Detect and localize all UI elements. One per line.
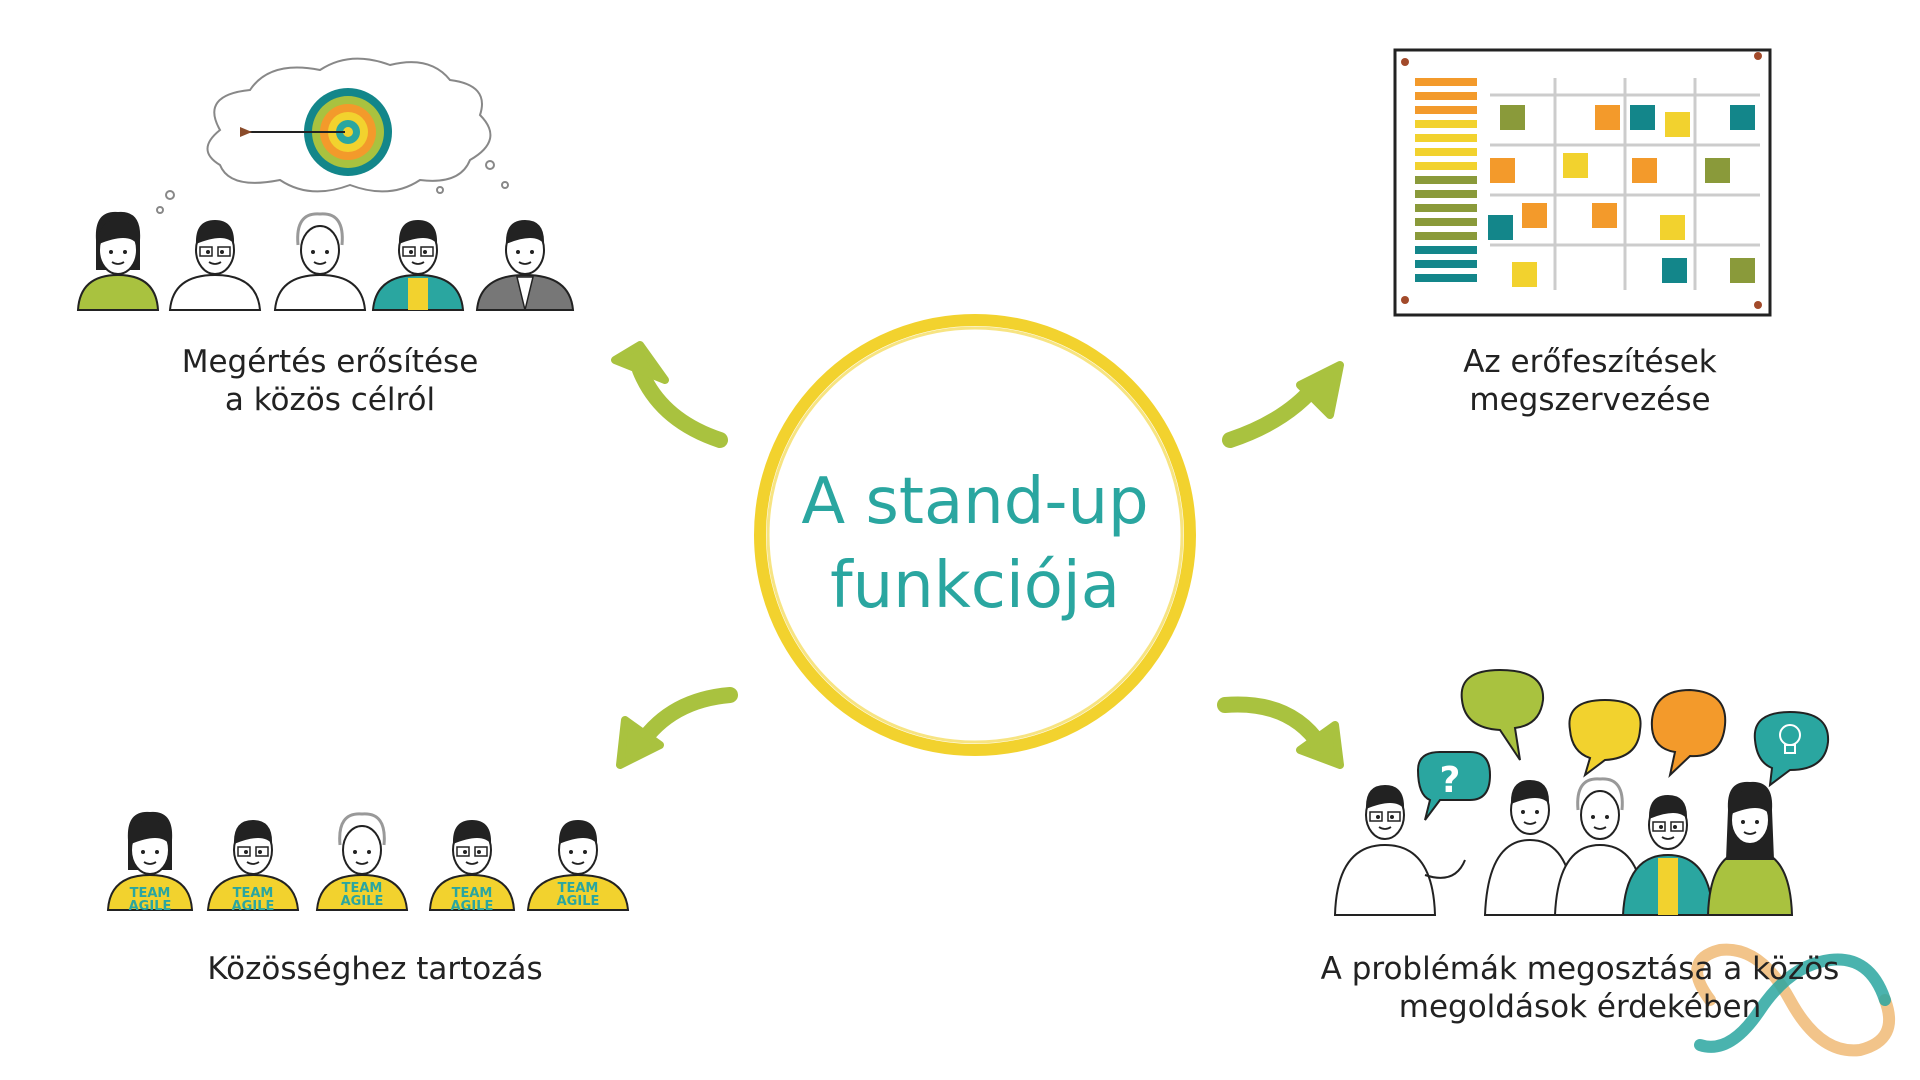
lightbulb-icon (1779, 724, 1801, 754)
caption-problems-line2: megoldások érdekében (1398, 989, 1762, 1025)
center-title: A stand-up funkciója (745, 460, 1205, 628)
caption-problems: A problémák megosztása a közös megoldáso… (1300, 950, 1860, 1026)
arrow-bottom-right (1217, 696, 1344, 769)
question-mark-text: ? (1440, 760, 1461, 801)
target-icon (240, 88, 392, 176)
caption-belonging-line1: Közösséghez tartozás (207, 951, 543, 987)
caption-goal-line1: Megértés erősítése (181, 344, 479, 380)
arrow-top-left (611, 341, 728, 448)
discussion-group (1333, 777, 1794, 916)
shirt-text: TEAM (558, 881, 599, 896)
shirt-text: TEAM (452, 886, 493, 901)
caption-belonging: Közösséghez tartozás (175, 950, 575, 988)
shirt-text: AGILE (232, 899, 275, 914)
center-circle (754, 314, 1196, 756)
center-title-line2: funkciója (830, 549, 1120, 623)
shirt-text: TEAM (233, 886, 274, 901)
shirt-text: AGILE (129, 899, 172, 914)
shirt-text: AGILE (557, 894, 600, 909)
infinity-logo (1691, 943, 1895, 1057)
team-row-top (76, 211, 575, 311)
caption-problems-line1: A problémák megosztása a közös (1320, 951, 1840, 987)
arrow-top-right (1222, 361, 1344, 448)
shirt-text: AGILE (341, 894, 384, 909)
shirt-text: TEAM (342, 881, 383, 896)
arrow-bottom-left (616, 687, 738, 769)
caption-organize-line1: Az erőfeszítések (1463, 344, 1717, 380)
caption-organize: Az erőfeszítések megszervezése (1420, 343, 1760, 419)
center-title-line1: A stand-up (801, 465, 1149, 539)
kanban-board (1393, 48, 1772, 317)
shirt-text: TEAM (130, 886, 171, 901)
shirt-text: AGILE (451, 899, 494, 914)
caption-goal: Megértés erősítése a közös célról (130, 343, 530, 419)
speech-bubbles: ? (1416, 668, 1830, 821)
caption-organize-line2: megszervezése (1469, 382, 1711, 418)
caption-goal-line2: a közös célról (224, 382, 436, 418)
team-row-bottom: TEAM AGILE TEAM AGILE TEAM AGILE TEAM AG… (106, 811, 630, 914)
